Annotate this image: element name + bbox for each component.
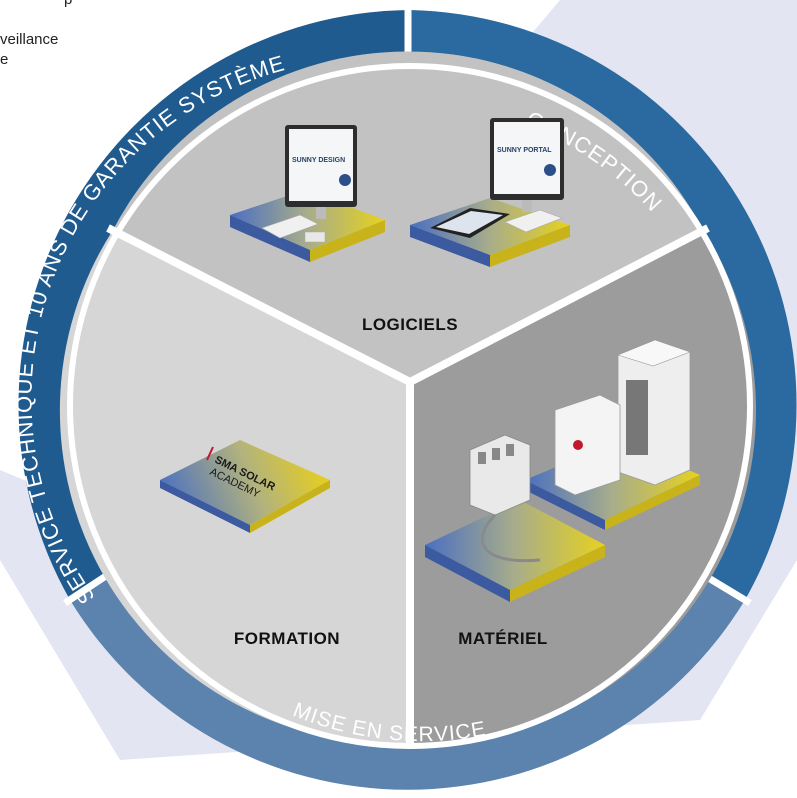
- circuit-breaker-icon: [469, 434, 531, 516]
- academy-plate-illustration: SMA SOLAR ACADEMY: [160, 440, 330, 533]
- ring-segment-service: [18, 10, 411, 600]
- design-workstation-illustration: SUNNY DESIGN: [230, 125, 385, 262]
- truncated-text-block: p veillance e: [0, 0, 72, 70]
- segment-label-hardware: MATÉRIEL: [458, 629, 548, 648]
- hardware-illustration: [425, 339, 700, 602]
- text-line-2: veillance: [0, 31, 59, 48]
- portal-workstation-illustration: SUNNY PORTAL: [410, 118, 570, 267]
- ring-segment-commissioning: [70, 570, 745, 790]
- text-line-3: e: [0, 51, 9, 68]
- design-screen-label: SUNNY DESIGN: [292, 157, 345, 164]
- text-line-1: p: [0, 0, 72, 10]
- segment-label-training: FORMATION: [234, 629, 340, 648]
- ring-segment-design: [410, 10, 797, 600]
- inverter-icon: [554, 394, 621, 496]
- segment-label-software: LOGICIELS: [362, 315, 458, 334]
- portal-screen-label: SUNNY PORTAL: [497, 147, 552, 154]
